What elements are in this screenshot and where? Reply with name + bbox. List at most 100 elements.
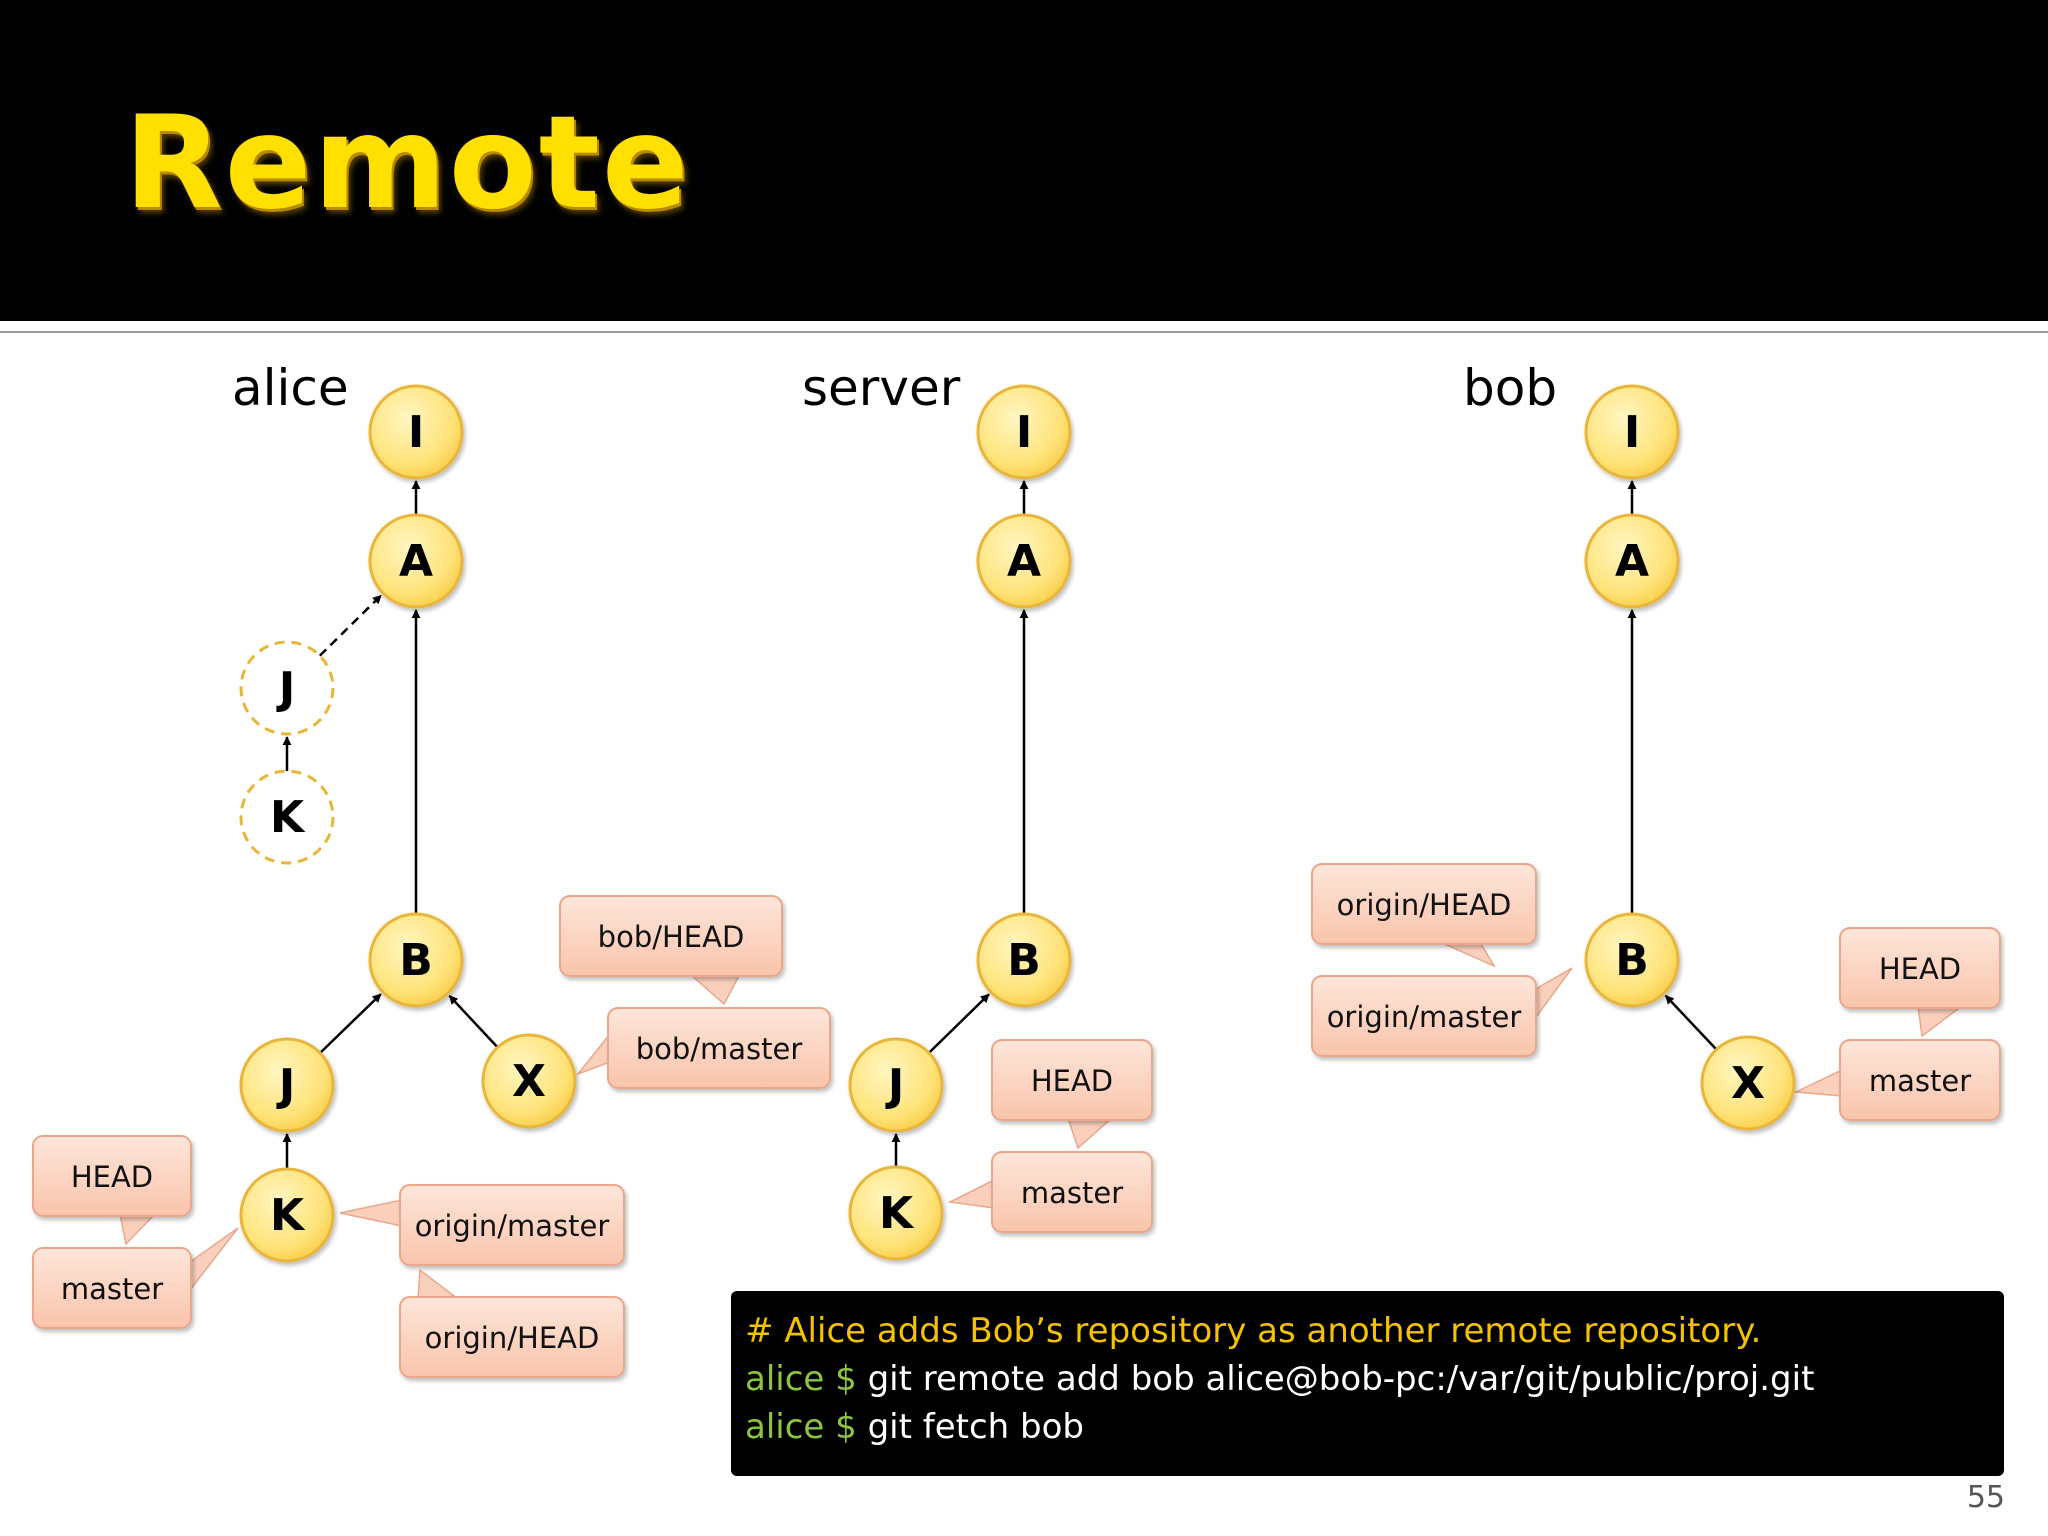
commit-circle — [368, 912, 464, 1008]
ref-label-a-bob-head: bob/HEAD — [559, 895, 783, 1006]
ref-box — [1311, 863, 1537, 945]
refs-layer: HEAD master origin/master origin/HEAD bob/HE… — [32, 863, 2001, 1378]
commit-circle — [1584, 384, 1680, 480]
ref-pointer — [688, 973, 742, 1006]
command-text: git fetch bob — [867, 1407, 1084, 1447]
commit-node-a-Kghost: K — [239, 769, 335, 865]
ref-text: master — [1021, 1176, 1123, 1210]
commit-label: B — [1007, 935, 1041, 986]
commit-node-b-B: B — [1584, 912, 1680, 1008]
repo-label-alice: alice — [232, 359, 349, 417]
edge-s-J-to-s-B — [928, 993, 990, 1054]
command-line-1: alice $ git remote add bob alice@bob-pc:… — [745, 1355, 1990, 1403]
commit-node-s-A: A — [976, 513, 1072, 609]
commit-label: B — [399, 935, 433, 986]
commit-node-b-X: X — [1700, 1035, 1796, 1131]
ref-label-s-master: master — [947, 1151, 1153, 1233]
commit-node-s-J: J — [848, 1037, 944, 1133]
commit-circle — [368, 513, 464, 609]
edge-a-Jghost-to-a-A — [318, 594, 382, 657]
ref-box — [32, 1135, 192, 1217]
ref-box — [559, 895, 783, 977]
commit-circle — [239, 640, 335, 736]
repo-label-server: server — [802, 359, 961, 417]
commit-node-a-Jghost: J — [239, 640, 335, 736]
commit-circle — [1584, 912, 1680, 1008]
commit-node-s-I: I — [976, 384, 1072, 480]
ref-text: HEAD — [71, 1160, 153, 1194]
command-line-2: alice $ git fetch bob — [745, 1403, 1990, 1451]
commit-label: A — [1615, 536, 1649, 587]
ref-box — [399, 1184, 625, 1266]
commit-circle — [1700, 1035, 1796, 1131]
ref-box — [991, 1151, 1153, 1233]
ref-pointer — [417, 1268, 461, 1300]
ref-box — [399, 1296, 625, 1378]
commit-node-a-J: J — [239, 1037, 335, 1133]
ref-text: HEAD — [1031, 1064, 1113, 1098]
ref-text: master — [1869, 1064, 1971, 1098]
commit-label: J — [276, 1060, 295, 1111]
edge-a-J-to-a-B — [319, 993, 382, 1054]
ref-text: origin/master — [415, 1209, 610, 1243]
commit-label: I — [408, 407, 424, 458]
ref-pointer — [189, 1227, 239, 1293]
commit-label: A — [1007, 536, 1041, 587]
commit-circle — [976, 384, 1072, 480]
commit-circle — [239, 769, 335, 865]
edge-a-X-to-a-B — [448, 994, 499, 1049]
commit-label: I — [1624, 407, 1640, 458]
page-number: 55 — [1966, 1480, 2005, 1515]
commit-node-b-A: A — [1584, 513, 1680, 609]
ref-label-a-bob-master: bob/master — [575, 1007, 831, 1089]
edge-b-X-to-b-B — [1664, 994, 1718, 1051]
commit-node-a-K: K — [239, 1167, 335, 1263]
ref-label-a-master: master — [32, 1227, 239, 1329]
ref-pointer — [1793, 1068, 1843, 1097]
ref-label-a-origin-head: origin/HEAD — [399, 1268, 625, 1378]
commit-label: B — [1615, 935, 1649, 986]
commit-circle — [368, 384, 464, 480]
ref-box — [1839, 927, 2001, 1009]
ref-text: master — [61, 1272, 163, 1306]
command-comment: # Alice adds Bob’s repository as another… — [745, 1311, 1762, 1351]
shell-prompt: alice $ — [745, 1359, 857, 1399]
ref-box — [991, 1039, 1153, 1121]
ref-text: HEAD — [1879, 952, 1961, 986]
commit-label: X — [1731, 1058, 1765, 1109]
commit-label: K — [270, 1190, 306, 1241]
ref-box — [1311, 975, 1537, 1057]
commit-node-b-I: I — [1584, 384, 1680, 480]
commit-node-a-X: X — [481, 1033, 577, 1129]
commit-circle — [239, 1037, 335, 1133]
ref-pointer — [1066, 1117, 1114, 1150]
commit-circle — [976, 513, 1072, 609]
commit-label: K — [879, 1188, 915, 1239]
ref-label-b-master: master — [1793, 1039, 2001, 1121]
commit-circle — [848, 1037, 944, 1133]
ref-pointer — [947, 1178, 995, 1209]
commit-label: J — [885, 1060, 904, 1111]
ref-text: origin/HEAD — [425, 1321, 600, 1355]
commit-label: A — [399, 536, 433, 587]
ref-pointer — [1533, 967, 1573, 1023]
commit-node-a-B: B — [368, 912, 464, 1008]
ref-text: bob/HEAD — [598, 920, 745, 954]
ref-pointer — [339, 1199, 403, 1227]
shell-prompt: alice $ — [745, 1407, 857, 1447]
commit-circle — [976, 912, 1072, 1008]
ref-box — [32, 1247, 192, 1329]
ref-pointer — [119, 1213, 157, 1246]
ref-label-b-head: HEAD — [1839, 927, 2001, 1038]
commit-circle — [239, 1167, 335, 1263]
ref-box — [607, 1007, 831, 1089]
commit-label: J — [276, 663, 295, 714]
ref-pointer — [1439, 941, 1496, 968]
command-text: git remote add bob alice@bob-pc:/var/git… — [867, 1359, 1815, 1399]
nodes-layer: I A J K B J K X I A B J K I A B X — [239, 384, 1796, 1263]
ref-text: origin/HEAD — [1337, 888, 1512, 922]
commit-label: X — [512, 1056, 546, 1107]
ref-label-a-head: HEAD — [32, 1135, 192, 1246]
repo-label-bob: bob — [1463, 359, 1557, 417]
